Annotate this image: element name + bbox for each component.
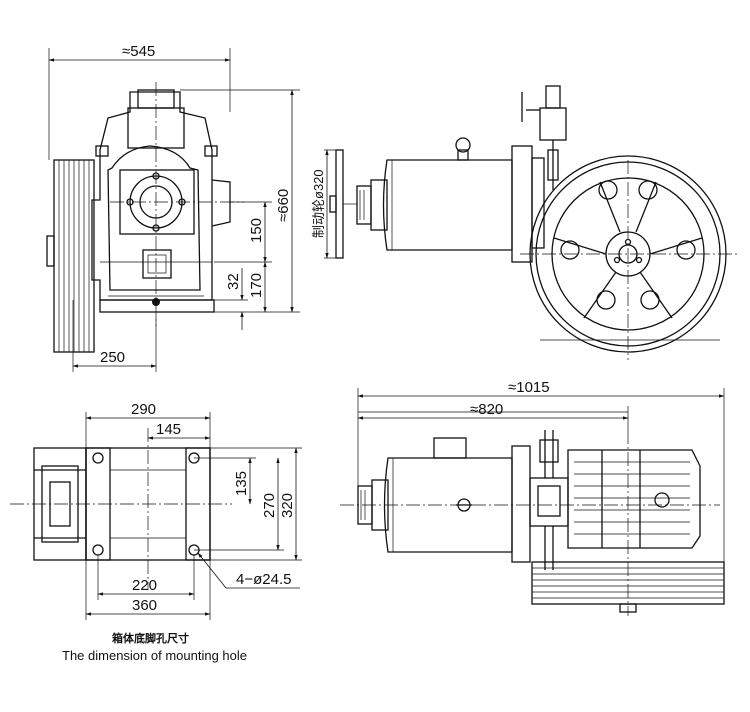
top-brake xyxy=(529,430,569,570)
dim-height-660: ≈660 xyxy=(275,189,292,222)
dim-320: 320 xyxy=(279,493,296,518)
brake-wheel-edge: 制动轮ø320 xyxy=(311,149,357,259)
dim-135: 135 xyxy=(233,471,250,496)
top-motor xyxy=(383,437,513,553)
dim-length-820: ≈820 xyxy=(470,401,503,418)
top-gearbox xyxy=(567,449,701,549)
caption-en: The dimension of mounting hole xyxy=(62,648,247,663)
dim-220: 220 xyxy=(132,577,157,594)
dim-270: 270 xyxy=(261,493,278,518)
dim-145: 145 xyxy=(156,421,181,438)
side-view: 制动轮ø320 xyxy=(311,85,740,360)
dim-brake-wheel: 制动轮ø320 xyxy=(311,169,326,238)
holes-label: 4−ø24.5 xyxy=(236,571,291,588)
gearbox-body xyxy=(91,89,231,306)
dim-length-1015: ≈1015 xyxy=(508,379,550,396)
flange xyxy=(511,145,533,263)
dim-32: 32 xyxy=(225,273,242,290)
base-plate xyxy=(99,299,215,313)
motor xyxy=(382,137,513,251)
top-flange xyxy=(511,445,531,563)
dim-250: 250 xyxy=(100,349,125,366)
sheave xyxy=(46,159,95,353)
brake-assembly xyxy=(521,85,567,190)
dim-290: 290 xyxy=(131,401,156,418)
front-view: ≈545 ≈660 150 170 32 250 xyxy=(46,43,300,372)
dim-170: 170 xyxy=(248,273,265,298)
mount-view: 290 145 135 270 320 220 360 4−ø24.5 箱体底脚 xyxy=(10,401,302,663)
top-view: ≈1015 ≈820 xyxy=(340,379,725,616)
caption-cn: 箱体底脚孔尺寸 xyxy=(112,631,189,645)
dim-360: 360 xyxy=(132,597,157,614)
dim-150: 150 xyxy=(248,218,265,243)
dim-width-545: ≈545 xyxy=(122,43,155,60)
